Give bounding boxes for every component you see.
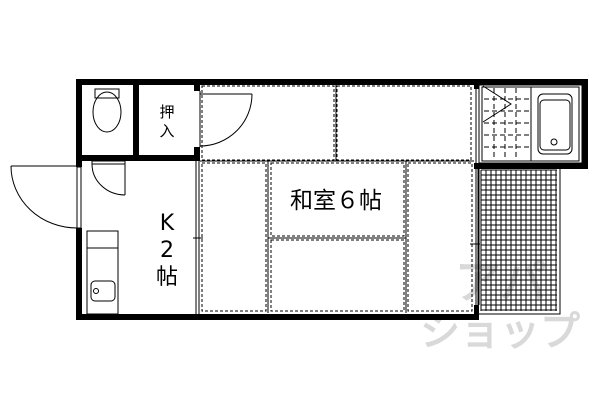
walls xyxy=(76,79,588,320)
closet-label-top: 押 xyxy=(159,103,174,121)
toilet-door[interactable] xyxy=(91,160,126,196)
tatami-mats xyxy=(201,85,473,312)
washitsu-label: 和室６帖 xyxy=(290,188,382,214)
kitchen-counter xyxy=(86,230,119,315)
unit-bath xyxy=(478,84,583,164)
entrance-door[interactable] xyxy=(10,165,82,229)
balcony xyxy=(477,167,561,315)
closet-label-bottom: 入 xyxy=(159,122,174,140)
closet-door[interactable] xyxy=(199,91,253,147)
kitchen-label-k: K xyxy=(160,211,175,236)
kitchen-label-size: 2 xyxy=(160,238,174,263)
kitchen-label-unit: 帖 xyxy=(156,265,178,290)
toilet-fixture xyxy=(92,88,122,133)
